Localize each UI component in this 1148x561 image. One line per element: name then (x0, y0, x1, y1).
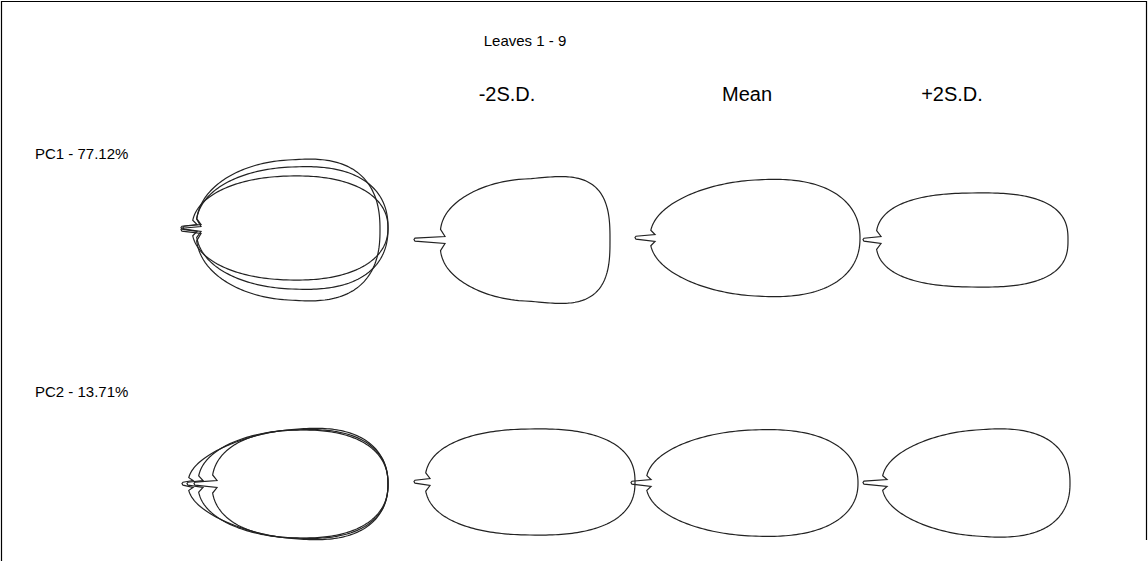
leaf-outline (183, 167, 388, 290)
column-header: Mean (722, 83, 772, 105)
column-header: +2S.D. (921, 83, 983, 105)
figure-title: Leaves 1 - 9 (484, 33, 567, 50)
component-label: PC2 - 13.71% (35, 384, 128, 401)
leaf-outline (635, 179, 860, 296)
column-header: -2S.D. (479, 83, 536, 105)
leaf-outline (414, 177, 610, 304)
leaf-outline (182, 428, 388, 539)
component-label: PC1 - 77.12% (35, 146, 128, 163)
leaf-outline (194, 430, 388, 538)
leaf-outline (631, 430, 858, 537)
leaf-outline (181, 176, 388, 280)
leaf-outline (863, 193, 1068, 287)
leaf-outline (187, 430, 388, 539)
leaf-outline (181, 159, 380, 301)
leaf-outline (414, 429, 635, 535)
leaf-outline (863, 429, 1070, 537)
